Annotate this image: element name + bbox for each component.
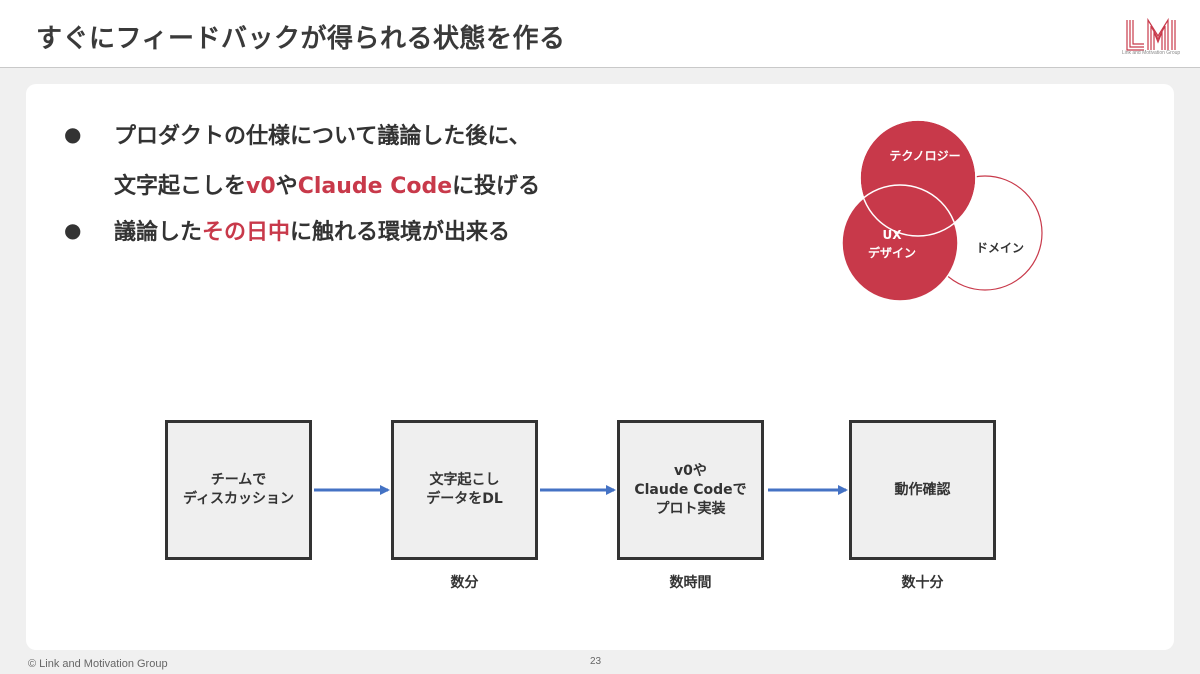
bullet-1-line-2: 文字起こしをv0やClaude Codeに投げる [114, 168, 540, 200]
footer-copyright: © Link and Motivation Group [28, 658, 168, 670]
slide-header: すぐにフィードバックが得られる状態を作る Link and Motivation… [0, 0, 1200, 68]
highlight-text: その日中 [202, 220, 291, 245]
flow-duration-prototype: 数時間 [669, 575, 712, 591]
bullet-marker: ● [64, 122, 82, 146]
venn-circle-ux [841, 184, 959, 302]
bullet-text: 議論した [114, 220, 203, 245]
lmg-logo [1126, 17, 1176, 51]
bullet-text: に投げる [452, 174, 541, 199]
flow-step-verify: 動作確認 [849, 420, 996, 560]
flow-step-prototype: v0や Claude Codeで プロト実装 [617, 420, 764, 560]
highlight-text: Claude Code [297, 174, 453, 199]
venn-label-ux-line1: UX [883, 228, 903, 242]
flow-step-discussion: チームで ディスカッション [165, 420, 312, 560]
bullet-text: や [275, 174, 298, 199]
flow-step-transcript: 文字起こし データをDL [391, 420, 538, 560]
flow-step-label: 動作確認 [894, 481, 951, 498]
venn-diagram: テクノロジー UX デザイン ドメイン [841, 119, 1043, 302]
venn-circle-technology-outline [859, 119, 977, 237]
bullet-2-line-1: 議論したその日中に触れる環境が出来る [114, 214, 510, 246]
highlight-text: v0 [246, 174, 276, 199]
venn-label-ux-line2: デザイン [868, 245, 916, 260]
logo-caption: Link and Motivation Group [1121, 50, 1181, 56]
bullet-text: に触れる環境が出来る [290, 220, 511, 245]
slide-title: すぐにフィードバックが得られる状態を作る [36, 24, 566, 54]
bullet-1-line-1: プロダクトの仕様について議論した後に、 [114, 124, 531, 149]
flow-duration-transcript: 数分 [450, 575, 479, 591]
page-number: 23 [590, 656, 602, 667]
flow-step-label: チームで ディスカッション [182, 472, 295, 507]
venn-label-technology: テクノロジー [889, 149, 960, 163]
bullet-marker: ● [64, 218, 82, 242]
flow-duration-verify: 数十分 [901, 575, 944, 591]
venn-label-domain: ドメイン [976, 241, 1024, 255]
bullet-text: 文字起こしを [114, 174, 247, 199]
flow-step-label: 文字起こし データをDL [426, 472, 503, 507]
flow-step-label: v0や Claude Codeで プロト実装 [634, 462, 747, 517]
